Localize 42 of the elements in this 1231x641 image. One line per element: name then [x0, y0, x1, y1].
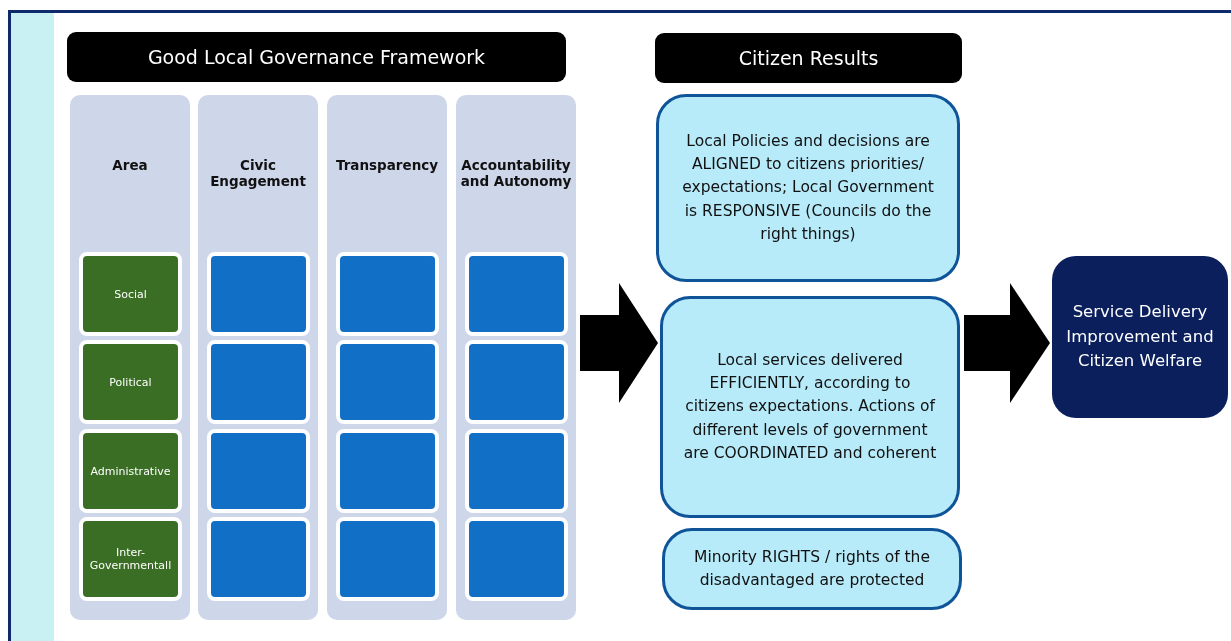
box-text: Inter-Governmentall [88, 546, 173, 572]
column-panel [70, 95, 190, 620]
section-header [655, 33, 962, 83]
empty-box [207, 429, 310, 513]
empty-box [465, 429, 568, 513]
column-panel [327, 95, 447, 620]
empty-box [207, 340, 310, 424]
block-arrow [580, 283, 658, 403]
outcome-box [1052, 256, 1228, 418]
empty-box [207, 517, 310, 601]
box-text: Minority RIGHTS / rights of the disadvantaged are protected [693, 546, 931, 591]
empty-box [465, 340, 568, 424]
area-box [79, 517, 182, 601]
column-heading: Civic Engagement [209, 157, 307, 189]
result-box [662, 528, 962, 610]
box-text: Good Local Governance Framework [147, 46, 486, 68]
result-box [656, 94, 960, 282]
area-box [79, 252, 182, 336]
block-arrow [964, 283, 1050, 403]
box-text: Social [114, 287, 147, 301]
column-heading: Area [111, 157, 149, 173]
result-box [660, 296, 960, 518]
empty-box [465, 517, 568, 601]
empty-box [207, 252, 310, 336]
area-box [79, 429, 182, 513]
box-text: Administrative [90, 464, 171, 478]
box-text: Local services delivered EFFICIENTLY, according to citizens expectations. Actions of different levels of government are COORDINATED and coherent [682, 349, 938, 464]
empty-box [336, 429, 439, 513]
column-panel [198, 95, 318, 620]
empty-box [336, 340, 439, 424]
box-text: Service Delivery Improvement and Citizen Welfare [1066, 300, 1214, 373]
box-text: Citizen Results [738, 47, 879, 69]
empty-box [465, 252, 568, 336]
column-heading: Accountability and Autonomy [459, 157, 573, 189]
column-heading: Transparency [334, 157, 440, 173]
empty-box [336, 517, 439, 601]
empty-box [336, 252, 439, 336]
area-box [79, 340, 182, 424]
box-text: Local Policies and decisions are ALIGNED to citizens priorities/ expectations; Local Government is RESPONSIVE (Councils do the right things) [681, 130, 935, 245]
box-text: Political [109, 375, 152, 389]
column-panel [456, 95, 576, 620]
section-header [67, 32, 566, 82]
